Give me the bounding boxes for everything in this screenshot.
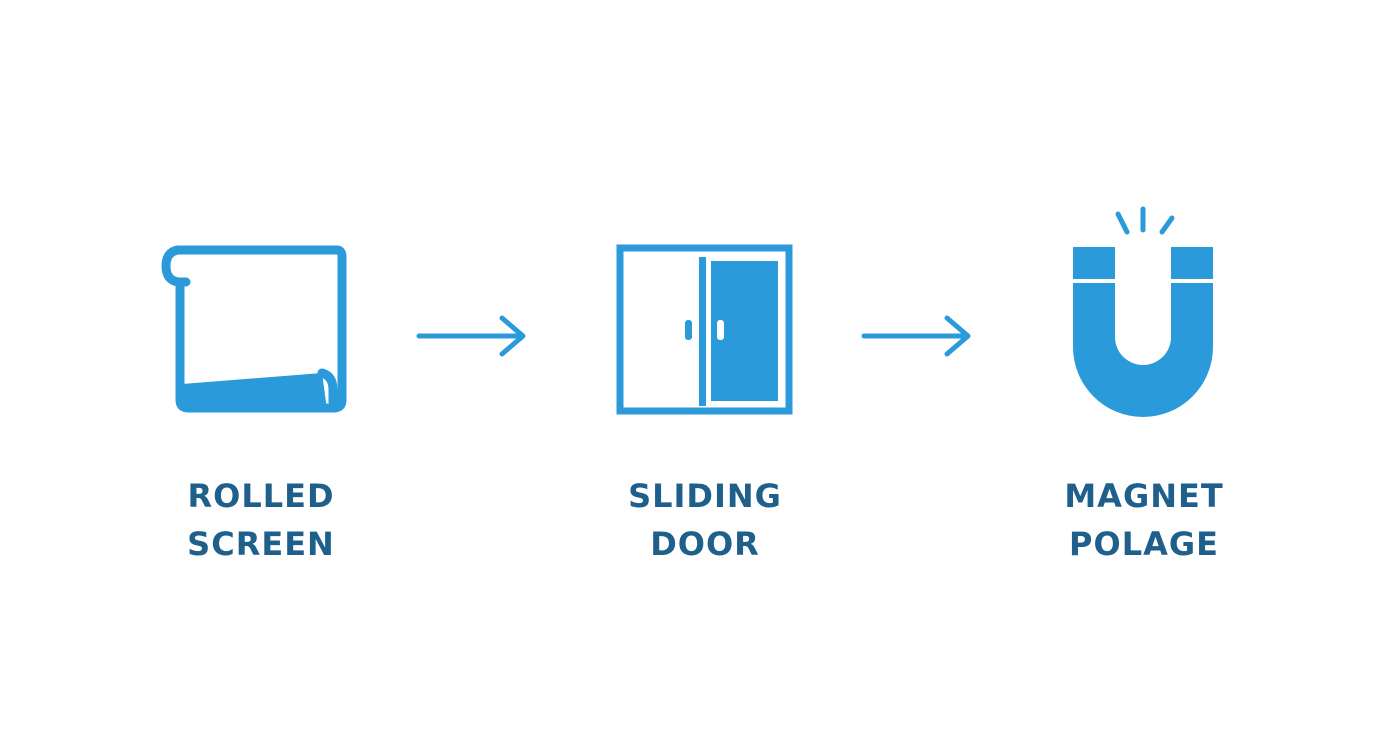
label-rolled-screen: ROLLED SCREEN	[131, 472, 391, 568]
label-line-2: DOOR	[650, 525, 760, 563]
label-line-1: SLIDING	[628, 477, 782, 515]
arrow-2	[861, 315, 971, 357]
arrow-1	[416, 315, 526, 357]
sliding-door-icon	[616, 244, 793, 415]
label-sliding-door: SLIDING DOOR	[575, 472, 835, 568]
label-line-2: SCREEN	[187, 525, 335, 563]
label-line-2: POLAGE	[1069, 525, 1219, 563]
label-magnet-polage: MAGNET POLAGE	[1014, 472, 1274, 568]
magnet-icon	[1070, 206, 1216, 417]
rolled-screen-icon	[161, 245, 347, 413]
label-line-1: ROLLED	[187, 477, 335, 515]
label-line-1: MAGNET	[1064, 477, 1224, 515]
